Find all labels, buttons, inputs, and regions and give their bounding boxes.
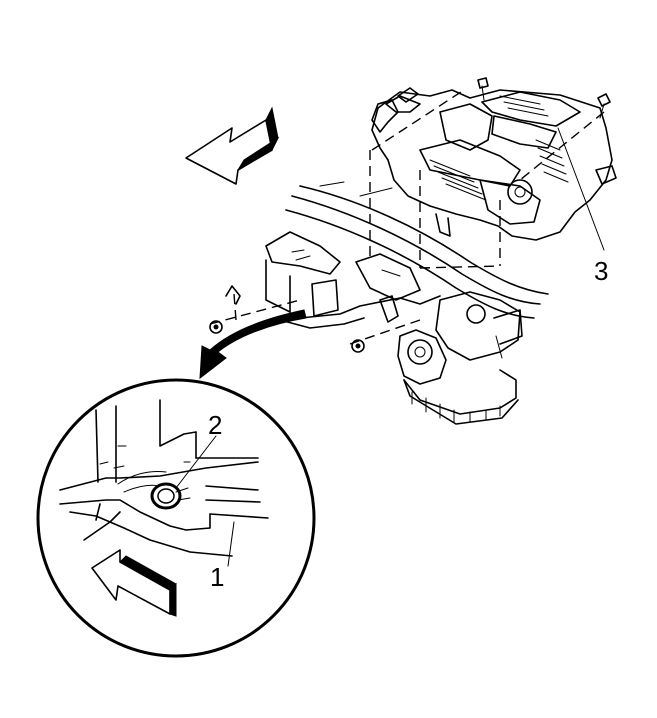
nut-icon bbox=[209, 320, 223, 334]
nut-icon bbox=[351, 339, 365, 353]
callout-label-2: 2 bbox=[208, 410, 222, 440]
callout-3-leader bbox=[557, 127, 605, 251]
direction-arrow-icon bbox=[185, 106, 280, 185]
assembly-guide-lines bbox=[209, 89, 605, 345]
callout-label-1: 1 bbox=[210, 562, 224, 592]
dash-panel-structure bbox=[209, 181, 549, 425]
nut-detail-icon bbox=[150, 482, 191, 510]
callout-label-3: 3 bbox=[594, 256, 608, 286]
curved-arrow-icon bbox=[199, 309, 307, 380]
direction-arrow-icon bbox=[91, 549, 177, 617]
detail-view bbox=[36, 378, 316, 658]
hvac-module bbox=[371, 77, 617, 241]
